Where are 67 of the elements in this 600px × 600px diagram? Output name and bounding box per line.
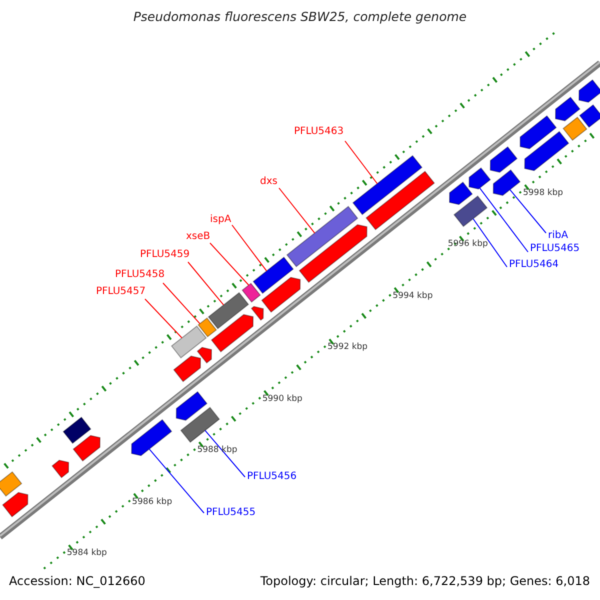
gene-label: ribA bbox=[548, 231, 568, 241]
gene-arrow-shape bbox=[72, 434, 100, 462]
scale-label: 5990 kbp bbox=[262, 394, 302, 404]
gene-arrow-shape bbox=[250, 306, 264, 321]
accession-text: Accession: NC_012660 bbox=[9, 575, 146, 587]
scale-label: 5992 kbp bbox=[328, 343, 368, 352]
scale-label: 5988 kbp bbox=[197, 446, 238, 455]
gene-label: ispA bbox=[210, 215, 232, 225]
gene-label: PFLU5459 bbox=[140, 250, 190, 260]
gene-bar bbox=[208, 292, 250, 330]
gene-arrow-shape bbox=[490, 146, 518, 173]
gene-label: dxs bbox=[260, 177, 278, 187]
gene-label: PFLU5456 bbox=[247, 472, 297, 482]
leader-line bbox=[162, 282, 200, 324]
gene-bar bbox=[0, 471, 22, 497]
gene-label: PFLU5463 bbox=[294, 127, 344, 137]
genome-info-text: Topology: circular; Length: 6,722,539 bp; Genes: 6,018 bbox=[260, 575, 590, 587]
gene-bar bbox=[62, 416, 92, 444]
gene-bar bbox=[252, 256, 294, 294]
gene-arrow-shape bbox=[261, 276, 301, 313]
scale-label: 5998 kbp bbox=[522, 188, 564, 198]
scale-label: 5986 kbp bbox=[132, 498, 172, 506]
leader-line bbox=[479, 188, 528, 252]
gene-label: xseB bbox=[186, 232, 210, 242]
gene-bar bbox=[366, 170, 435, 230]
scale-label: 5984 kbp bbox=[66, 549, 107, 558]
leader-line bbox=[144, 298, 182, 338]
gene-arrow-shape bbox=[468, 167, 491, 190]
gene-arrow-shape bbox=[555, 96, 580, 122]
gene-arrow-shape bbox=[52, 460, 70, 478]
gene-label: PFLU5464 bbox=[509, 260, 559, 270]
leader-line bbox=[188, 262, 224, 306]
gene-label: PFLU5455 bbox=[206, 508, 256, 518]
gene-arrow-shape bbox=[131, 419, 172, 456]
gene-bar bbox=[352, 155, 423, 216]
leader-line bbox=[232, 224, 268, 272]
gene-arrow-shape bbox=[2, 492, 28, 518]
leader-line bbox=[204, 430, 246, 478]
gene-bar bbox=[562, 116, 588, 141]
scale-label: 5994 kbp bbox=[392, 292, 433, 300]
gene-label: PFLU5458 bbox=[115, 270, 165, 280]
gene-arrow-shape bbox=[578, 79, 600, 103]
gene-bar bbox=[286, 206, 358, 268]
title: Pseudomonas fluorescens SBW25, complete genome bbox=[133, 11, 467, 24]
gene-label: PFLU5457 bbox=[96, 287, 146, 297]
gene-arrow-shape bbox=[210, 314, 254, 352]
leader-line bbox=[210, 242, 250, 286]
gene-arrow-shape bbox=[173, 356, 201, 382]
leader-line bbox=[148, 448, 204, 514]
leader-line bbox=[472, 218, 508, 268]
gene-bar bbox=[170, 326, 207, 358]
gene-bar bbox=[453, 195, 488, 228]
gene-arrow-shape bbox=[520, 115, 557, 150]
scale-label: 5996 kbp bbox=[448, 240, 488, 249]
leader-line bbox=[278, 188, 316, 234]
gene-label: PFLU5465 bbox=[530, 244, 580, 254]
gene-arrow-shape bbox=[492, 169, 521, 196]
leader-line bbox=[509, 189, 546, 234]
gene-arrow-shape bbox=[449, 182, 473, 206]
gene-bar bbox=[579, 104, 600, 128]
gene-arrow-shape bbox=[176, 391, 208, 421]
leader-line bbox=[344, 140, 378, 184]
gene-arrow-shape bbox=[196, 346, 212, 364]
gene-bar bbox=[198, 317, 217, 338]
gene-bar bbox=[180, 406, 220, 443]
gene-arrow-shape bbox=[524, 130, 570, 172]
gene-arrow-shape bbox=[298, 224, 368, 283]
